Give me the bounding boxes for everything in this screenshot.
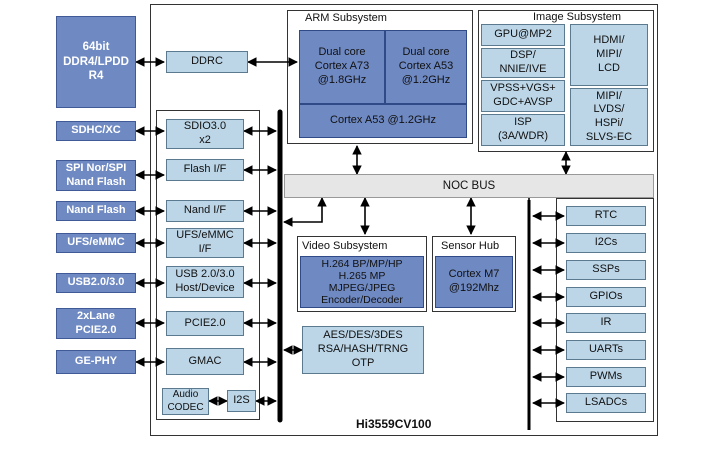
external-spi-flash: SPI Nor/SPI Nand Flash — [56, 160, 136, 191]
peripheral-gpio: GPIOs — [566, 287, 646, 307]
image-subsystem-title: Image Subsystem — [533, 11, 622, 23]
peripheral-group-frame — [556, 198, 654, 422]
cortex-a53-dual-block: Dual core Cortex A53 @1.2GHz — [385, 30, 467, 104]
external-pcie: 2xLane PCIE2.0 — [56, 308, 136, 339]
pcie-if-block: PCIE2.0 — [166, 311, 244, 336]
arm-subsystem-frame — [287, 10, 473, 144]
gmac-block: GMAC — [166, 348, 244, 375]
peripheral-i2c: I2Cs — [566, 233, 646, 253]
security-block: AES/DES/3DES RSA/HASH/TRNG OTP — [302, 326, 424, 374]
noc-bus: NOC BUS — [284, 174, 654, 198]
usb-if-block: USB 2.0/3.0 Host/Device — [166, 266, 244, 298]
peripheral-ir: IR — [566, 313, 646, 333]
flash-if-block: Flash I/F — [166, 159, 244, 181]
dsp-nnie-block: DSP/ NNIE/IVE — [481, 48, 565, 78]
peripheral-pwm: PWMs — [566, 367, 646, 387]
cortex-a53-block: Cortex A53 @1.2GHz — [299, 104, 467, 138]
arm-subsystem-title: ARM Subsystem — [305, 12, 387, 24]
external-nand-flash: Nand Flash — [56, 201, 136, 221]
ddrc-block: DDRC — [166, 51, 248, 73]
vpss-block: VPSS+VGS+ GDC+AVSP — [481, 80, 565, 112]
nand-if-block: Nand I/F — [166, 200, 244, 222]
chip-name: Hi3559CV100 — [356, 417, 432, 431]
peripheral-lsadc: LSADCs — [566, 393, 646, 413]
peripheral-ssp: SSPs — [566, 260, 646, 280]
hdmi-lcd-block: HDMI/ MIPI/ LCD — [570, 24, 648, 86]
external-sdhc: SDHC/XC — [56, 121, 136, 141]
interface-group-frame — [156, 110, 260, 420]
video-codec-block: H.264 BP/MP/HP H.265 MP MJPEG/JPEG Encod… — [300, 256, 424, 308]
i2s-block: I2S — [227, 390, 256, 412]
external-usb: USB2.0/3.0 — [56, 273, 136, 293]
sensor-hub-title: Sensor Hub — [441, 240, 500, 252]
video-subsystem-frame — [297, 236, 427, 312]
peripheral-uart: UARTs — [566, 340, 646, 360]
sdio-block: SDIO3.0 x2 — [166, 119, 244, 149]
cortex-a73-block: Dual core Cortex A73 @1.8GHz — [299, 30, 385, 104]
peripheral-rtc: RTC — [566, 206, 646, 226]
sensor-hub-frame — [432, 236, 516, 312]
ufs-if-block: UFS/eMMC I/F — [166, 228, 244, 258]
audio-codec-block: Audio CODEC — [162, 388, 209, 415]
isp-block: ISP (3A/WDR) — [481, 114, 565, 146]
mipi-lvds-block: MIPI/ LVDS/ HSPi/ SLVS-EC — [570, 88, 648, 146]
video-subsystem-title: Video Subsystem — [302, 240, 388, 252]
cortex-m7-block: Cortex M7 @192Mhz — [435, 256, 513, 308]
external-ddr-memory: 64bit DDR4/LPDD R4 — [56, 16, 136, 108]
external-ufs-emmc: UFS/eMMC — [56, 233, 136, 253]
external-ge-phy: GE-PHY — [56, 350, 136, 374]
gpu-block: GPU@MP2 — [481, 24, 565, 46]
chip-boundary — [150, 4, 658, 436]
